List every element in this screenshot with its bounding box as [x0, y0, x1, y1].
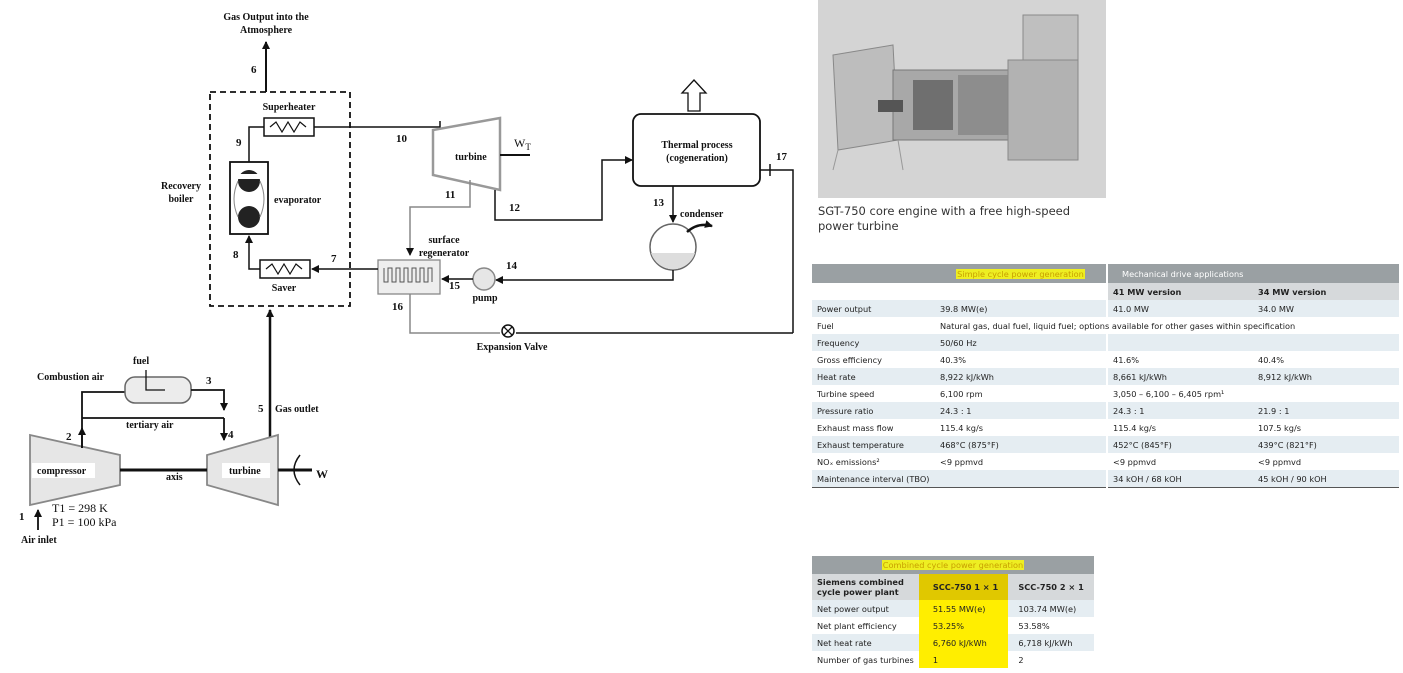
simple-cycle-header: Simple cycle power generation	[956, 268, 1085, 279]
node-15: 15	[449, 280, 461, 292]
node-1: 1	[19, 511, 25, 523]
cogeneration-cycle-diagram: Gas Output into the Atmosphere 6 Superhe…	[19, 12, 794, 546]
node-9: 9	[236, 137, 242, 149]
steam-turbine	[431, 116, 502, 192]
pump-label: pump	[472, 293, 497, 304]
gas-output-label-2: Atmosphere	[240, 25, 293, 36]
regenerator-label-2: regenerator	[419, 248, 470, 259]
gas-outlet-label: Gas outlet	[275, 404, 319, 415]
gas-turbine-label: turbine	[229, 466, 261, 477]
pump	[472, 267, 496, 291]
regenerator-label-1: surface	[428, 235, 460, 246]
table-row: NOₓ emissions²<9 ppmvd <9 ppmvd<9 ppmvd	[812, 453, 1399, 470]
node-14: 14	[506, 260, 518, 272]
node-13: 13	[653, 197, 665, 209]
evaporator-label: evaporator	[274, 195, 322, 206]
t1-label: T1 = 298 K	[52, 501, 108, 515]
node-7: 7	[331, 253, 337, 265]
thermal-process-label-2: (cogeneration)	[666, 153, 728, 164]
heat-output-arrow	[680, 79, 708, 112]
sgt-750-engine-photo	[818, 0, 1106, 198]
node-6: 6	[251, 64, 257, 76]
spec-group-header-row: Simple cycle power generation Mechanical…	[812, 264, 1399, 283]
expansion-valve-label: Expansion Valve	[477, 342, 548, 353]
wt-label: WT	[514, 136, 531, 152]
node-11: 11	[445, 189, 455, 201]
saver	[259, 259, 311, 279]
node-8: 8	[233, 249, 239, 261]
plant-header: Siemens combined cycle power plant	[812, 574, 919, 600]
thermal-process	[632, 113, 761, 187]
compressor-label: compressor	[37, 466, 87, 477]
p1-label: P1 = 100 kPa	[52, 515, 117, 529]
condenser-label: condenser	[680, 209, 724, 220]
gas-output-label-1: Gas Output into the	[223, 12, 309, 23]
node-2: 2	[66, 431, 72, 443]
34mw-version-header: 34 MW version	[1253, 283, 1399, 300]
scc-1x1-header: SCC-750 1 × 1	[918, 574, 1009, 600]
superheater-label: Superheater	[263, 102, 316, 113]
steam-turbine-label: turbine	[455, 152, 487, 163]
sgt-750-spec-table: Simple cycle power generation Mechanical…	[812, 264, 1399, 488]
air-inlet-label: Air inlet	[21, 535, 57, 546]
thermal-process-label-1: Thermal process	[661, 140, 732, 151]
table-row: Net plant efficiency 53.25% 53.58%	[812, 617, 1094, 634]
node-10: 10	[396, 133, 408, 145]
table-row: Net heat rate 6,760 kJ/kWh 6,718 kJ/kWh	[812, 634, 1094, 651]
node-16: 16	[392, 301, 404, 313]
fuel-label: fuel	[133, 356, 149, 367]
recovery-boiler-label-1: Recovery	[161, 181, 201, 192]
combined-cycle-table: Combined cycle power generation Siemens …	[812, 556, 1094, 668]
saver-label: Saver	[272, 283, 297, 294]
spec-subheader-row: 41 MW version 34 MW version	[812, 283, 1399, 300]
node-12: 12	[509, 202, 521, 214]
surface-regenerator	[377, 259, 441, 295]
node-4: 4	[228, 429, 234, 441]
combustion-air-label: Combustion air	[37, 372, 105, 383]
node-5: 5	[258, 403, 264, 415]
superheater	[263, 117, 315, 137]
cc-group-header-row: Combined cycle power generation	[812, 556, 1094, 574]
recovery-boiler-label-2: boiler	[169, 194, 195, 205]
table-row: Net power output 51.55 MW(e) 103.74 MW(e…	[812, 600, 1094, 617]
41mw-version-header: 41 MW version	[1106, 283, 1253, 300]
node-3: 3	[206, 375, 212, 387]
cc-subheader-row: Siemens combined cycle power plant SCC-7…	[812, 574, 1094, 600]
photo-caption: SGT-750 core engine with a free high-spe…	[818, 204, 1071, 233]
scc-2x1-header: SCC-750 2 × 1	[1008, 574, 1094, 600]
table-row: Number of gas turbines 1 2	[812, 651, 1094, 668]
work-label: W	[316, 467, 328, 481]
mechanical-drive-header: Mechanical drive applications	[1106, 264, 1399, 283]
tertiary-air-label: tertiary air	[126, 420, 174, 431]
node-17: 17	[776, 151, 788, 163]
recovery-boiler-box	[209, 91, 351, 307]
combined-cycle-header: Combined cycle power generation	[881, 560, 1025, 570]
engine-illustration	[818, 0, 1106, 198]
axis-label: axis	[166, 472, 183, 483]
table-row: Maintenance interval (TBO) 34 kOH / 68 k…	[812, 470, 1399, 488]
